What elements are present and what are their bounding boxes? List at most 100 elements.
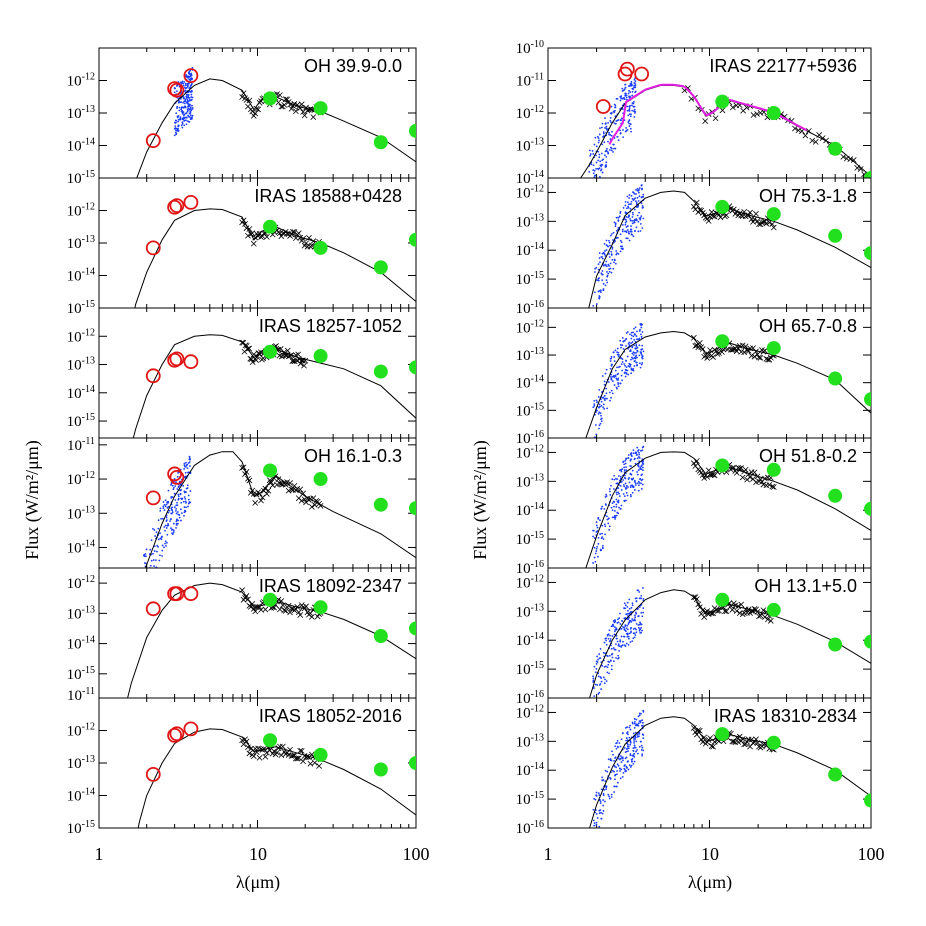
iso-spectrum-point — [278, 103, 285, 110]
model-sed-curve — [127, 582, 416, 698]
ground-spectrum-point — [633, 365, 636, 367]
iso-spectrum-point — [714, 608, 721, 614]
iso-spectrum-point — [241, 348, 248, 355]
iso-spectrum-point — [745, 606, 752, 613]
panel-title: IRAS 18310-2834 — [714, 706, 857, 726]
ground-spectrum-point — [623, 363, 626, 365]
iso-spectrum-point — [716, 607, 722, 614]
ground-spectrum-point — [610, 111, 613, 114]
ground-spectrum-point — [610, 233, 613, 235]
ground-spectrum-point — [189, 118, 192, 120]
iso-spectrum-point — [281, 349, 288, 356]
ground-spectrum-point — [621, 344, 624, 347]
iso-spectrum-point — [699, 607, 706, 613]
ground-spectrum-point — [614, 225, 617, 228]
ground-spectrum-point — [635, 354, 638, 357]
ground-spectrum-point — [609, 112, 612, 115]
ground-spectrum-point — [601, 273, 604, 276]
ground-spectrum-point — [166, 506, 169, 509]
y-tick-label: 10-16 — [516, 819, 544, 837]
iso-spectrum-point — [723, 212, 730, 219]
iso-spectrum-point — [253, 749, 260, 755]
ground-spectrum-point — [163, 503, 166, 506]
ground-spectrum-point — [614, 619, 617, 622]
ground-spectrum-point — [635, 750, 637, 753]
ground-spectrum-point — [626, 605, 629, 608]
iso-spectrum-point — [707, 347, 714, 354]
ground-spectrum-point — [601, 536, 604, 539]
ground-spectrum-point — [619, 639, 622, 642]
ground-spectrum-point — [596, 702, 598, 704]
iso-spectrum-point — [762, 614, 768, 621]
ground-spectrum-point — [633, 632, 636, 635]
ground-spectrum-point — [619, 344, 622, 346]
ground-spectrum-point — [619, 468, 622, 471]
iso-spectrum-point — [795, 127, 802, 134]
ground-spectrum-point — [636, 214, 639, 217]
ground-spectrum-point — [636, 723, 639, 726]
y-tick-label: 10-12 — [516, 183, 544, 201]
ground-spectrum-point — [626, 760, 629, 763]
ground-spectrum-point — [609, 367, 612, 370]
ground-spectrum-point — [635, 188, 637, 191]
ground-spectrum-point — [618, 742, 621, 744]
iso-spectrum-point — [843, 155, 850, 162]
model-sed-curve — [585, 330, 871, 438]
ground-spectrum-point — [620, 241, 623, 244]
ground-spectrum-point — [636, 338, 639, 341]
ground-spectrum-point — [614, 223, 617, 226]
ground-spectrum-point — [603, 399, 606, 402]
ground-spectrum-point — [603, 665, 606, 668]
ground-spectrum-point — [613, 505, 615, 508]
near-ir-photometry-point — [169, 198, 185, 214]
ground-spectrum-point — [625, 737, 628, 739]
ground-spectrum-point — [593, 174, 596, 177]
ground-spectrum-point — [638, 746, 641, 748]
ground-spectrum-point — [631, 211, 634, 214]
ground-spectrum-point — [626, 195, 629, 198]
ground-spectrum-point — [597, 263, 600, 266]
ground-spectrum-point — [598, 403, 601, 406]
ground-spectrum-point — [626, 201, 629, 204]
ground-spectrum-point — [143, 585, 145, 587]
ground-spectrum-point — [190, 109, 193, 112]
ground-spectrum-point — [179, 492, 182, 495]
ground-spectrum-point — [186, 84, 189, 87]
ground-spectrum-point — [610, 134, 613, 137]
y-tick-label: 10-14 — [67, 538, 95, 556]
ground-spectrum-point — [600, 400, 603, 403]
ground-spectrum-point — [188, 90, 191, 93]
ground-spectrum-point — [604, 496, 607, 498]
ground-spectrum-point — [175, 127, 178, 130]
y-tick-label: 10-15 — [67, 412, 95, 430]
ground-spectrum-point — [630, 452, 633, 455]
ground-spectrum-point — [634, 80, 637, 82]
y-tick-label: 10-13 — [516, 732, 544, 750]
ground-spectrum-point — [159, 509, 162, 512]
ground-spectrum-point — [597, 150, 600, 153]
ground-spectrum-point — [630, 630, 632, 633]
y-tick-label: 10-15 — [67, 819, 95, 837]
ground-spectrum-point — [627, 114, 630, 117]
ground-spectrum-point — [616, 478, 619, 481]
ground-spectrum-point — [633, 457, 636, 460]
ground-spectrum-point — [623, 628, 626, 631]
ground-spectrum-point — [173, 506, 176, 508]
ground-spectrum-point — [595, 303, 598, 305]
ground-spectrum-point — [610, 668, 613, 671]
iso-spectrum-point — [805, 128, 812, 134]
x-tick-label-1-left: 1 — [95, 844, 104, 864]
ground-spectrum-point — [628, 608, 631, 610]
ground-spectrum-point — [165, 503, 168, 506]
ground-spectrum-point — [172, 531, 175, 533]
ground-spectrum-point — [616, 378, 618, 381]
ground-spectrum-point — [595, 145, 598, 148]
ground-spectrum-point — [604, 127, 606, 129]
ground-spectrum-point — [143, 585, 145, 587]
ground-spectrum-point — [596, 684, 599, 686]
ground-spectrum-point — [628, 726, 631, 729]
ground-spectrum-point — [637, 205, 639, 208]
iso-spectrum-point — [287, 609, 293, 616]
ground-spectrum-point — [628, 125, 631, 127]
